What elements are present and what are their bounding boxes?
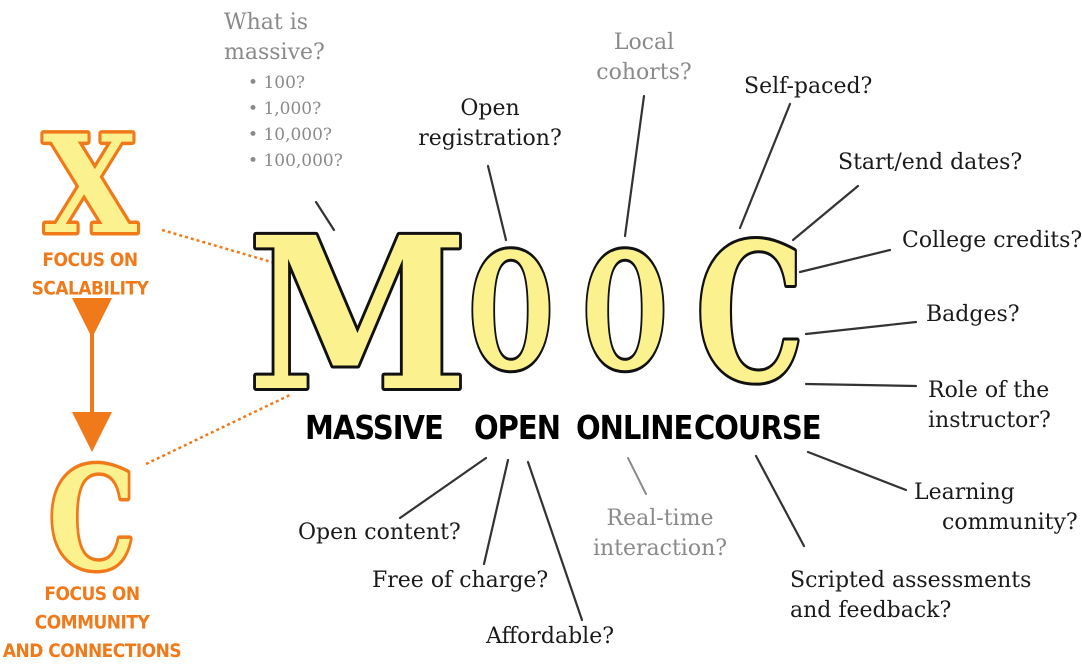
line-scripted	[754, 454, 806, 548]
list-item: 10,000?	[248, 122, 343, 148]
massive-question: What is massive?	[224, 10, 325, 65]
list-item: 100?	[248, 70, 343, 96]
word-open: OPEN	[474, 408, 561, 448]
line-start-end	[791, 184, 860, 242]
dotted-line-c	[145, 392, 293, 466]
start-end-question: Start/end dates?	[838, 150, 1023, 175]
dotted-line-x	[161, 228, 293, 270]
line-role-instructor	[804, 382, 918, 388]
self-paced-question: Self-paced?	[744, 74, 873, 99]
free-question: Free of charge?	[372, 568, 549, 593]
letter-c-community: C	[49, 436, 136, 601]
line-affordable	[526, 460, 584, 622]
word-online: ONLINE	[576, 408, 693, 448]
affordable-question: Affordable?	[486, 624, 615, 649]
massive-bullets: 100? 1,000? 10,000? 100,000?	[248, 70, 343, 174]
open-registration-question: Open registration?	[418, 96, 562, 151]
letter-o1: O	[469, 219, 553, 407]
line-local-cohorts	[623, 94, 646, 238]
list-item: 100,000?	[248, 148, 342, 174]
label-focus-community: FOCUS ON COMMUNITY AND CONNECTIONS	[2, 583, 182, 663]
scripted-question: Scripted assessments and feedback?	[790, 568, 1032, 623]
list-item: 1,000?	[248, 96, 343, 122]
badges-question: Badges?	[926, 302, 1020, 327]
realtime-question: Real-time interaction?	[592, 506, 728, 561]
line-free	[482, 458, 510, 566]
role-instructor-question: Role of the instructor?	[928, 378, 1051, 433]
line-badges	[804, 320, 918, 336]
letter-c: C	[696, 203, 805, 426]
college-credits-question: College credits?	[902, 228, 1082, 253]
word-course: COURSE	[694, 408, 822, 448]
local-cohorts-question: Local cohorts?	[596, 30, 692, 85]
word-massive: MASSIVE	[305, 408, 444, 448]
line-college-credits	[798, 248, 892, 274]
learning-community-question: Learning community?	[914, 480, 1078, 535]
line-open-registration	[486, 164, 508, 242]
line-massive	[314, 200, 336, 232]
line-self-paced	[738, 102, 792, 230]
line-realtime	[627, 457, 647, 495]
letter-m: M	[248, 192, 469, 438]
letter-o2: O	[583, 219, 667, 407]
label-focus-scalability: FOCUS ON SCALABILITY	[31, 249, 149, 300]
line-learning-community	[806, 450, 908, 492]
line-open-content	[398, 456, 488, 520]
letter-x: X	[43, 106, 138, 265]
open-content-question: Open content?	[298, 520, 461, 545]
